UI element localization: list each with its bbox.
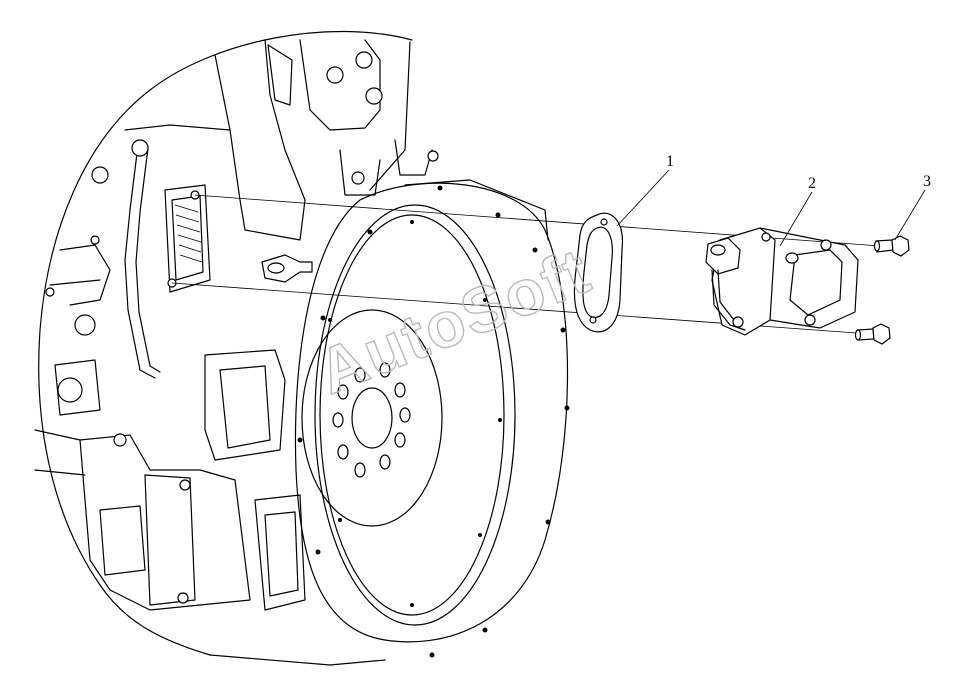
callout-label-3: 3 bbox=[923, 173, 931, 190]
callouts: 1 2 3 bbox=[616, 153, 931, 247]
callout-leader-2 bbox=[779, 191, 813, 247]
flywheel-bolt-holes bbox=[332, 362, 411, 478]
flywheel bbox=[301, 204, 516, 626]
bolt-upper bbox=[873, 235, 910, 257]
callout-leader-3 bbox=[894, 189, 926, 241]
callout-label-1: 1 bbox=[666, 153, 674, 170]
watermark-text: AutoSoft bbox=[308, 234, 600, 408]
bolt-lower bbox=[854, 323, 891, 345]
engine-block bbox=[34, 30, 439, 666]
bracket-assembly-part bbox=[705, 227, 859, 336]
bolt-part bbox=[854, 235, 910, 345]
callout-leader-1 bbox=[616, 169, 670, 227]
gasket-part bbox=[573, 212, 624, 333]
flywheel-housing bbox=[294, 179, 570, 658]
callout-label-2: 2 bbox=[808, 175, 816, 192]
